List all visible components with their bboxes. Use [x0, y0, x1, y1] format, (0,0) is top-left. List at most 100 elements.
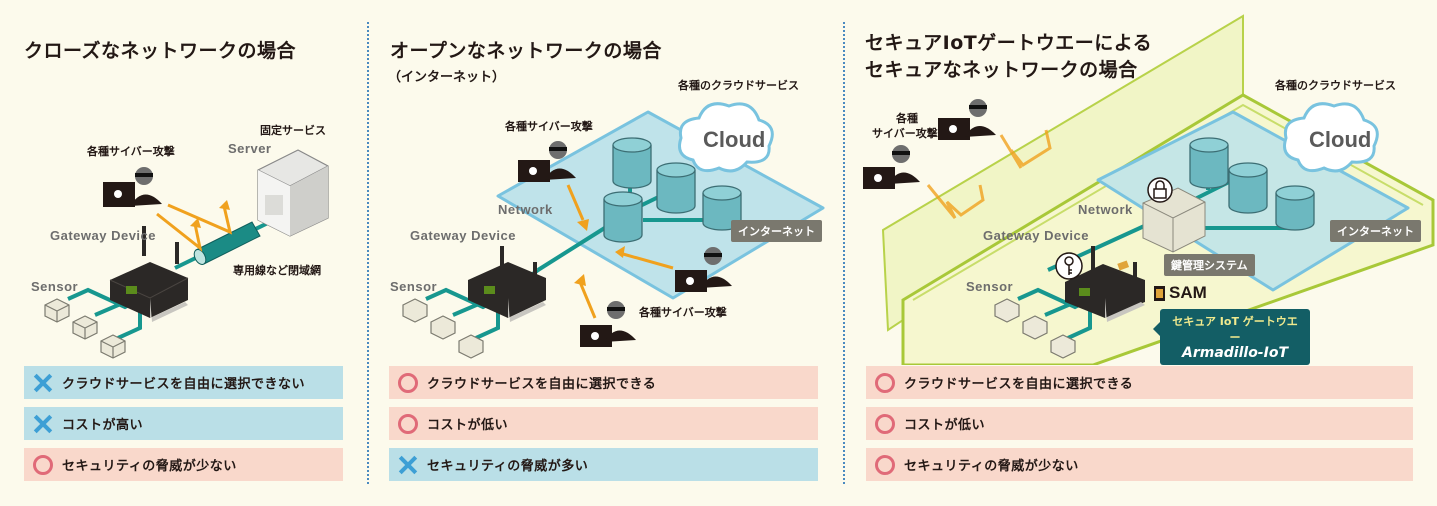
row-text: セキュリティの脅威が多い: [427, 459, 589, 474]
comparison-row: セキュリティの脅威が少ない: [24, 448, 343, 481]
attack-label: 各種サイバー攻撃: [639, 306, 727, 319]
sensor-icon: [994, 298, 1076, 359]
row-text: コストが高い: [62, 418, 144, 433]
secure-network-illustration: [863, 14, 1435, 365]
database-icon: [1189, 137, 1229, 189]
product-callout-subtitle: セキュア IoT ゲートウエー: [1172, 315, 1298, 344]
sensor-label: Sensor: [390, 279, 438, 294]
internet-tag: インターネット: [1330, 220, 1421, 242]
cloud-label: Cloud: [1309, 127, 1372, 152]
row-text: セキュリティの脅威が少ない: [62, 459, 237, 474]
key-management-server-icon: [1142, 177, 1206, 253]
database-icons: [603, 137, 742, 243]
attack-label: 各種サイバー攻撃: [505, 120, 593, 133]
panel-title-line2: セキュアなネットワークの場合: [865, 59, 1138, 81]
cross-icon: [32, 413, 54, 435]
database-icons: [1189, 137, 1315, 231]
database-icon: [603, 191, 643, 243]
panel-title: クローズなネットワークの場合: [24, 40, 297, 62]
row-text: セキュリティの脅威が少ない: [904, 459, 1079, 474]
panel-subtitle: （インターネット）: [388, 70, 506, 85]
cloud-services-label: 各種のクラウドサービス: [1275, 79, 1396, 92]
circle-icon: [874, 454, 896, 476]
cross-icon: [32, 372, 54, 394]
dedicated-line-label: 専用線など閉域網: [233, 264, 321, 277]
gateway-label: Gateway Device: [50, 228, 157, 243]
database-icon: [656, 162, 696, 214]
attack-label-line2: サイバー攻撃: [872, 127, 938, 140]
hacker-icon: [938, 99, 996, 140]
comparison-row: コストが低い: [866, 407, 1413, 440]
product-callout-name: Armadillo-IoT: [1182, 345, 1288, 361]
circle-icon: [397, 372, 419, 394]
network-label: Network: [1078, 202, 1133, 217]
sam-label: SAM: [1154, 283, 1207, 303]
comparison-row: コストが低い: [389, 407, 818, 440]
server-icon: [257, 149, 329, 237]
attack-label: 各種サイバー攻撃: [87, 145, 175, 158]
panel-open-network: オープンなネットワークの場合 （インターネット）: [368, 0, 843, 506]
sensor-icon: [44, 298, 126, 359]
gateway-label: Gateway Device: [983, 228, 1090, 243]
sensor-label: Sensor: [31, 279, 79, 294]
key-management-tag: 鍵管理システム: [1164, 254, 1255, 276]
attack-arrows: [926, 129, 1052, 219]
row-text: コストが低い: [904, 418, 986, 433]
network-label: Network: [498, 202, 553, 217]
internet-tag: インターネット: [731, 220, 822, 242]
comparison-row: セキュリティの脅威が多い: [389, 448, 818, 481]
circle-icon: [874, 372, 896, 394]
gateway-label: Gateway Device: [410, 228, 517, 243]
row-text: クラウドサービスを自由に選択できる: [427, 377, 657, 392]
circle-icon: [874, 413, 896, 435]
comparison-list: クラウドサービスを自由に選択できない コストが高い セキュリティの脅威が少ない: [24, 366, 343, 489]
comparison-row: セキュリティの脅威が少ない: [866, 448, 1413, 481]
database-icon: [702, 185, 742, 231]
cloud-services-label: 各種のクラウドサービス: [678, 79, 799, 92]
gateway-device-icon: [1065, 246, 1145, 322]
server-label: Server: [228, 141, 272, 156]
hacker-icon: [103, 167, 162, 207]
cloud-icon: [1283, 102, 1379, 173]
row-text: クラウドサービスを自由に選択できる: [904, 377, 1134, 392]
panel-secure-network: セキュアIoTゲートウエーによる セキュアなネットワークの場合 各種のクラウドサ…: [843, 0, 1437, 506]
cross-icon: [397, 454, 419, 476]
comparison-row: クラウドサービスを自由に選択できる: [866, 366, 1413, 399]
comparison-list: クラウドサービスを自由に選択できる コストが低い セキュリティの脅威が多い: [389, 366, 818, 489]
closed-network-illustration: [44, 149, 329, 359]
database-icon: [612, 137, 652, 189]
circle-icon: [32, 454, 54, 476]
fixed-service-label: 固定サービス: [260, 124, 326, 137]
panel-closed-network: クローズなネットワークの場合: [0, 0, 368, 506]
product-callout: セキュア IoT ゲートウエー Armadillo-IoT: [1153, 309, 1310, 365]
database-icon: [1228, 162, 1268, 214]
hacker-icon: [863, 145, 920, 189]
panel-divider: [367, 22, 369, 484]
key-icon: [1055, 252, 1083, 280]
cloud-icon: [678, 102, 774, 173]
comparison-row: クラウドサービスを自由に選択できる: [389, 366, 818, 399]
row-text: クラウドサービスを自由に選択できない: [62, 377, 306, 392]
sensor-label: Sensor: [966, 279, 1014, 294]
panel-title-line1: セキュアIoTゲートウエーによる: [865, 32, 1153, 54]
attack-label-line1: 各種: [896, 112, 918, 125]
sensor-icon: [402, 298, 484, 359]
hacker-icon: [580, 301, 636, 347]
hacker-icon: [518, 141, 576, 182]
dedicated-line-tube-icon: [193, 221, 261, 265]
comparison-row: コストが高い: [24, 407, 343, 440]
database-icon: [1275, 185, 1315, 231]
open-network-illustration: [402, 102, 825, 359]
hacker-icon: [675, 247, 732, 292]
row-text: コストが低い: [427, 418, 509, 433]
cloud-label: Cloud: [703, 127, 766, 152]
sam-text: SAM: [1169, 283, 1207, 302]
circle-icon: [397, 413, 419, 435]
gateway-device-icon: [468, 246, 546, 322]
attack-arrows: [566, 184, 674, 319]
sim-chip-icon: [1154, 285, 1165, 301]
panel-title: オープンなネットワークの場合: [390, 40, 662, 62]
comparison-row: クラウドサービスを自由に選択できない: [24, 366, 343, 399]
panel-divider: [843, 22, 845, 484]
comparison-list: クラウドサービスを自由に選択できる コストが低い セキュリティの脅威が少ない: [866, 366, 1413, 489]
